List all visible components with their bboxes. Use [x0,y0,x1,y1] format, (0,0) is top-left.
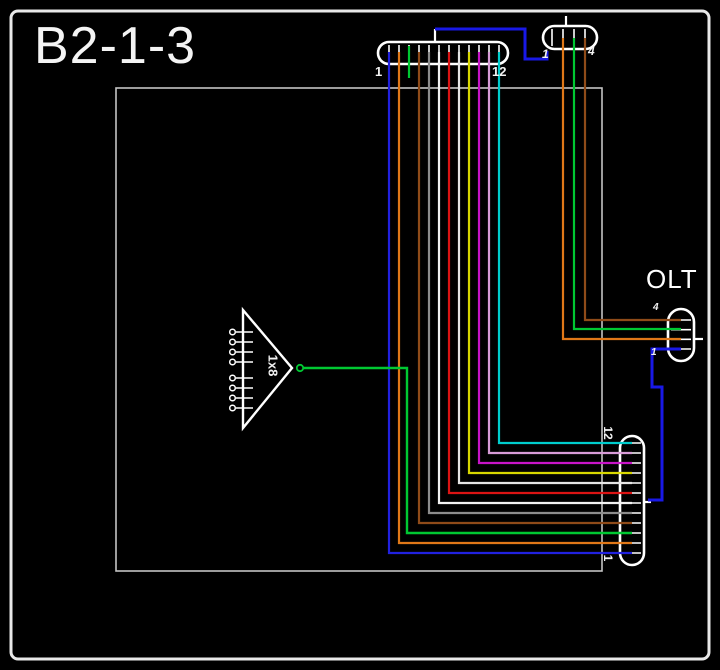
splitter-1x8 [228,306,305,432]
wire-patch-green [572,38,681,331]
feeder-port-1-label: 1 [375,64,383,79]
wire-fiber-2-orange [397,52,632,545]
wire-jumper-blue-right [648,347,681,502]
splitter-output-circle [295,363,305,373]
splitter-leg-circle [228,348,237,356]
connector-patch-top-right [541,16,599,51]
page-title: B2-1-3 [34,17,197,75]
splitter-leg-circle [228,328,237,336]
wire-fiber-10-violet [477,52,632,465]
splitter-leg-circle [228,338,237,346]
wire-fiber-7-red [447,52,632,495]
olt-port-1-label: 1 [651,347,657,358]
outer-frame [9,9,711,661]
wire-fiber-4-brown [417,52,632,525]
splitter-leg-circle [228,358,237,366]
wire-patch-brown [583,38,681,322]
wire-splitter-output-green [303,366,632,535]
connector-body [376,40,510,66]
enclosure-box [115,87,603,572]
connector-body [541,24,599,51]
connector-olt-right [666,307,703,363]
olt-port-4-label: 4 [653,302,659,313]
olt-label: OLT [646,264,698,294]
wire-fiber-5-slate [427,52,632,515]
patch-port-4-label: 4 [588,44,595,58]
wire-fiber-9-yellow [467,52,632,475]
wire-fiber-1-blue [387,52,632,555]
bottom-port-12-label: 12 [601,426,615,440]
feeder-port-12-label: 12 [492,64,507,79]
splitter-ratio-label: 1x8 [265,354,281,377]
wire-fiber-8-black [457,52,632,485]
splitter-leg-circle [228,384,237,392]
connector-body [666,307,696,363]
bottom-port-1-label: 1 [601,554,615,562]
splitter-leg-circle [228,404,237,412]
connector-bottom-right [618,434,651,567]
splitter-leg-circle [228,374,237,382]
connector-body [618,434,646,567]
wire-fiber-11-rose [487,52,632,455]
wire-jumper-blue-top [435,27,549,61]
wire-fiber-6-white [437,52,632,505]
patch-port-1-label: 1 [542,47,549,61]
splitter-leg-circle [228,394,237,402]
wire-fiber-12-aqua [497,52,632,445]
wire-patch-orange [561,38,681,341]
splitter-triangle [241,306,294,432]
